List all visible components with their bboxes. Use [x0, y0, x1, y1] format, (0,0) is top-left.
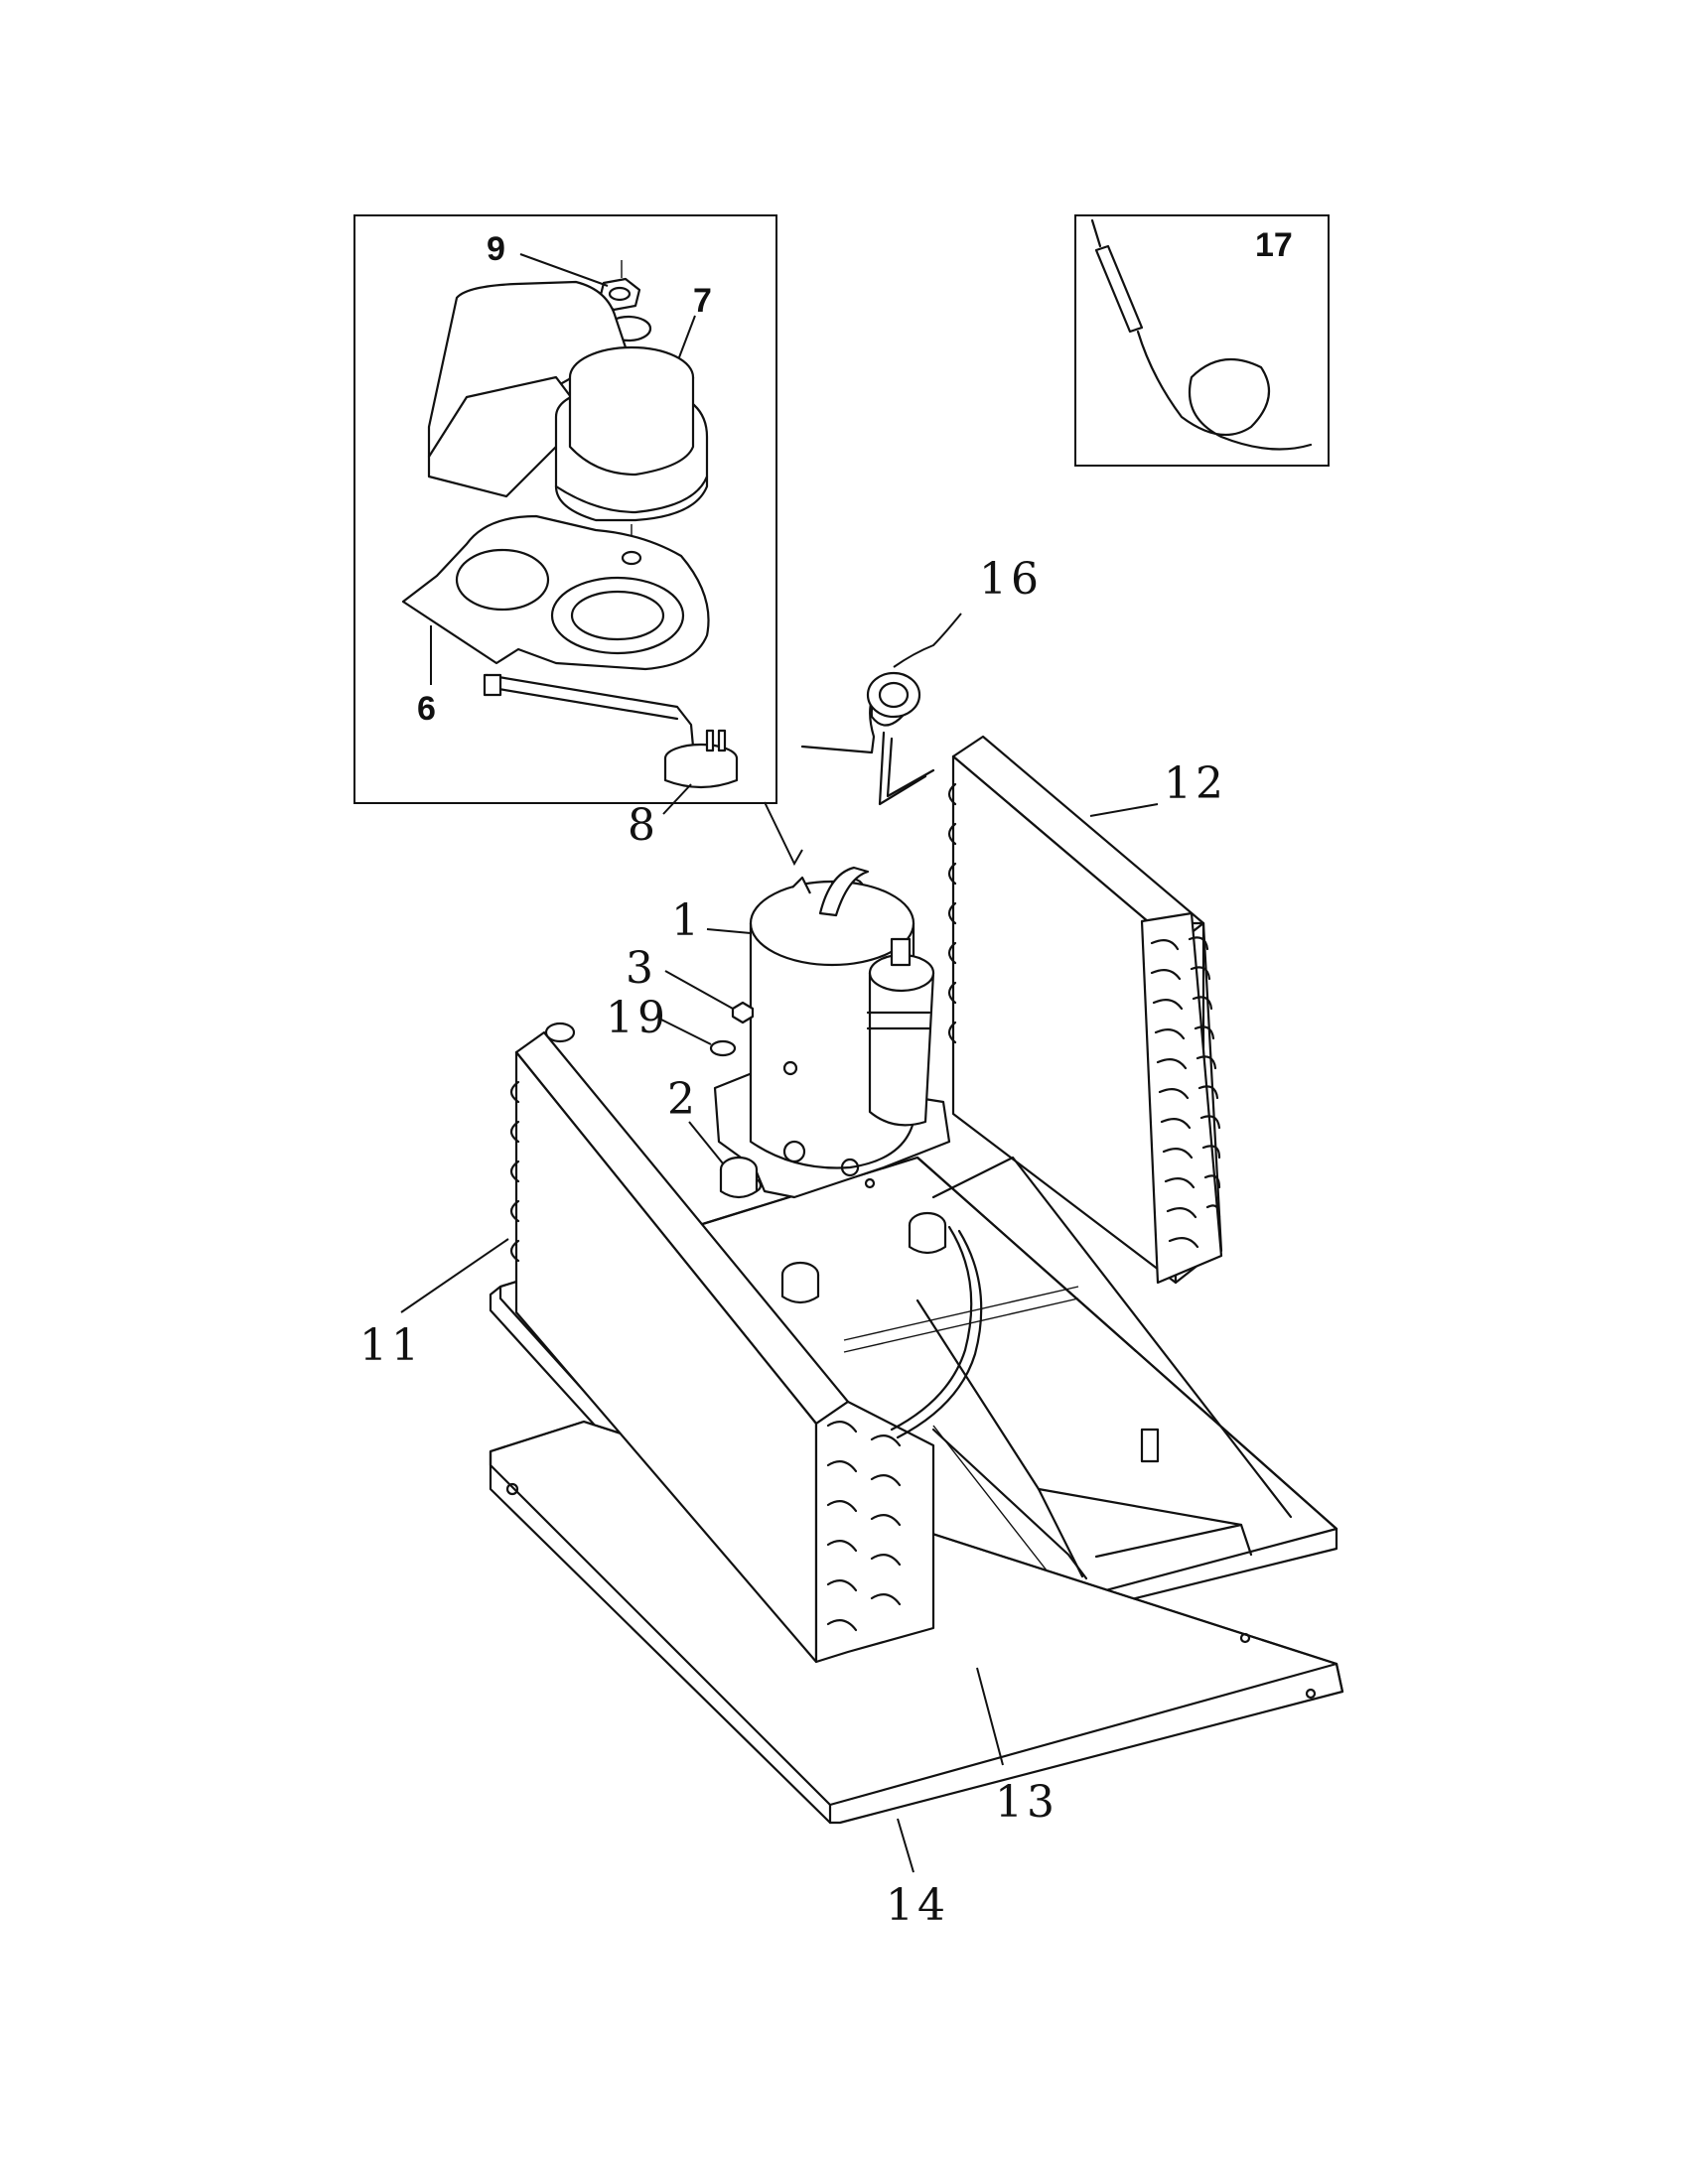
part-7-cover [427, 280, 709, 522]
part-6-gasket [401, 514, 710, 671]
part-17-thermistor-sensor [1090, 218, 1313, 451]
leader-lines [400, 253, 1159, 1873]
label-6: 6 [417, 690, 436, 728]
label-14: 14 [886, 1880, 949, 1931]
part-17-box [1074, 214, 1330, 467]
coil-11-tubes [826, 1421, 902, 1632]
label-8: 8 [628, 800, 659, 851]
label-16: 16 [979, 554, 1043, 605]
label-11: 11 [359, 1320, 423, 1371]
part-19-washer [709, 1039, 737, 1057]
label-12: 12 [1164, 758, 1227, 809]
wiring-harness [890, 1225, 973, 1432]
label-1: 1 [671, 895, 703, 946]
label-13: 13 [995, 1777, 1058, 1828]
coil-12-tubes [1150, 936, 1221, 1249]
part-12-coil [947, 735, 1223, 1285]
part-1-accumulator [866, 937, 935, 1127]
inset-detail-box [353, 214, 777, 804]
label-2: 2 [667, 1074, 699, 1125]
label-3: 3 [626, 943, 657, 994]
part-8-overload-protector [483, 673, 739, 789]
part-3-nut [731, 1001, 755, 1024]
part-11-coil [509, 1022, 935, 1664]
part-1-compressor [713, 866, 951, 1199]
part-labels: 9 7 6 17 8 16 12 1 3 19 2 11 13 14 [359, 226, 1293, 1931]
label-7: 7 [693, 282, 712, 320]
part-16-capillary-tube [800, 671, 935, 806]
label-17: 17 [1255, 226, 1293, 264]
label-19: 19 [606, 993, 669, 1043]
part-2-grommets [719, 1156, 947, 1304]
label-9: 9 [487, 230, 505, 268]
